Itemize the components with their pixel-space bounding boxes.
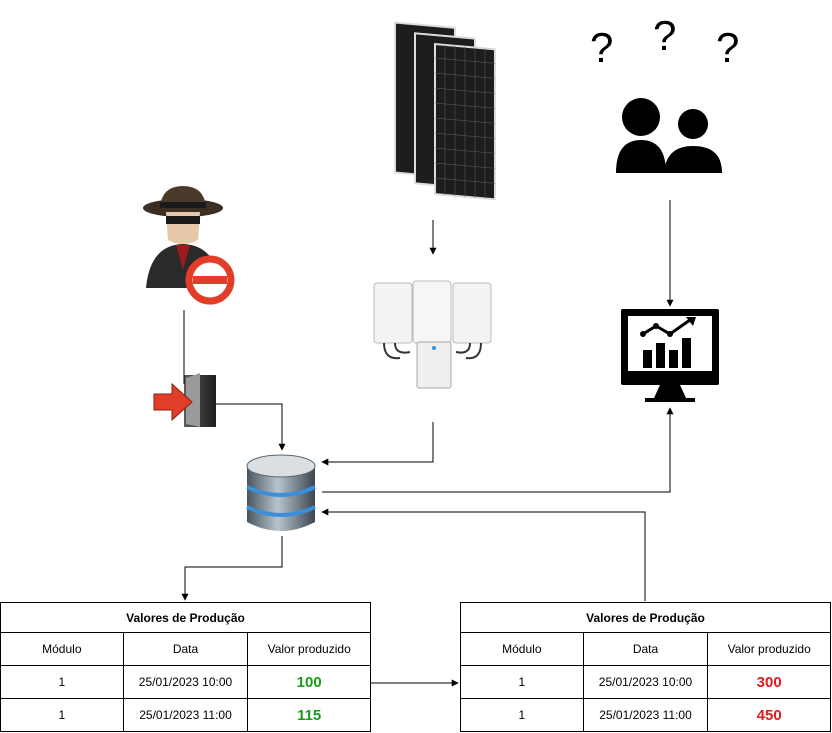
solar-panels-icon — [394, 21, 496, 201]
table-row: 1 25/01/2023 11:00 115 — [0, 698, 371, 732]
hacker-icon — [143, 186, 223, 288]
column-header: Valor produzido — [247, 632, 371, 666]
question-mark: ? — [590, 24, 613, 71]
table-row: 1 25/01/2023 11:00 450 — [460, 698, 831, 732]
date-cell: 25/01/2023 10:00 — [122, 665, 249, 699]
production-table-tampered: Valores de Produção Módulo Data Valor pr… — [460, 602, 831, 732]
connector-inverter-database — [321, 422, 434, 466]
column-header: Valor produzido — [707, 632, 831, 666]
forbidden-icon — [185, 255, 235, 305]
value-cell: 100 — [247, 665, 371, 699]
module-cell: 1 — [0, 665, 124, 699]
table-row: 1 25/01/2023 10:00 100 — [0, 665, 371, 699]
module-cell: 1 — [0, 698, 124, 732]
table-title: Valores de Produção — [0, 602, 371, 633]
question-mark: ? — [716, 24, 739, 71]
table-title: Valores de Produção — [460, 602, 831, 633]
column-header: Módulo — [0, 632, 124, 666]
connector-database-table1 — [181, 536, 283, 601]
connectors — [181, 200, 674, 687]
door-enter-icon — [153, 373, 216, 427]
column-header: Módulo — [460, 632, 584, 666]
database-icon — [246, 454, 316, 531]
connector-database-monitor — [322, 407, 674, 493]
column-header: Data — [122, 632, 249, 666]
date-cell: 25/01/2023 10:00 — [582, 665, 709, 699]
connector-table2-database — [321, 508, 646, 601]
table-row: 1 25/01/2023 10:00 300 — [460, 665, 831, 699]
users-icon — [616, 98, 722, 173]
production-table-original: Valores de Produção Módulo Data Valor pr… — [0, 602, 371, 732]
inverter-icon — [373, 280, 492, 389]
chart-monitor-icon — [621, 309, 719, 402]
column-header: Data — [582, 632, 709, 666]
date-cell: 25/01/2023 11:00 — [122, 698, 249, 732]
value-cell: 450 — [707, 698, 831, 732]
question-marks: ? ? ? — [590, 12, 739, 71]
value-cell: 300 — [707, 665, 831, 699]
question-mark: ? — [653, 12, 676, 59]
module-cell: 1 — [460, 698, 584, 732]
module-cell: 1 — [460, 665, 584, 699]
value-cell: 115 — [247, 698, 371, 732]
connector-door-database — [216, 403, 286, 451]
date-cell: 25/01/2023 11:00 — [582, 698, 709, 732]
